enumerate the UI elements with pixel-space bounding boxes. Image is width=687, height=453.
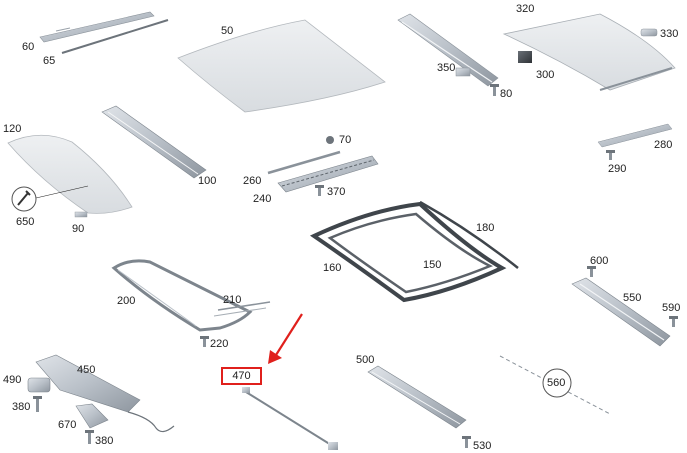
part-490-motor: [27, 377, 51, 393]
label-part-380-b: 380: [95, 435, 114, 447]
part-200-frame: [111, 259, 253, 332]
part-650-tool-icon: [11, 186, 37, 212]
label-part-350: 350: [437, 62, 456, 74]
label-part-210: 210: [223, 294, 242, 306]
part-120-deflector: [7, 134, 133, 214]
label-part-65: 65: [43, 55, 56, 67]
part-450-drive-unit: [35, 354, 175, 433]
part-530-screw: [462, 436, 471, 448]
label-part-90: 90: [72, 223, 85, 235]
label-part-590: 590: [662, 302, 681, 314]
label-part-160: 160: [323, 262, 342, 274]
label-part-240: 240: [253, 193, 272, 205]
part-500-crossbar: [367, 365, 467, 429]
label-part-150: 150: [423, 259, 442, 271]
label-part-120: 120: [3, 123, 22, 135]
part-65-strip: [61, 19, 169, 54]
label-part-380-a: 380: [12, 401, 31, 413]
label-part-80: 80: [500, 88, 513, 100]
part-180-seal-strip: [419, 200, 519, 269]
part-70-knob: [326, 136, 334, 144]
label-part-260: 260: [243, 175, 262, 187]
part-560-cable-kit: [499, 355, 611, 415]
part-210-strip: [213, 301, 271, 317]
label-part-330: 330: [660, 28, 679, 40]
part-380-screw-a: [33, 396, 42, 412]
part-320-panel: [502, 13, 676, 91]
label-part-200: 200: [117, 295, 136, 307]
label-part-100: 100: [198, 175, 217, 187]
label-part-60: 60: [22, 41, 35, 53]
label-part-320: 320: [516, 3, 535, 15]
highlight-arrow: [268, 313, 303, 364]
part-300-block: [518, 51, 532, 63]
part-670-bracket: [75, 403, 109, 429]
label-part-670: 670: [58, 419, 77, 431]
label-part-650: 650: [16, 216, 35, 228]
part-350-rail: [397, 13, 499, 87]
part-160-outer-seal: [309, 201, 507, 303]
part-240-mechanism: [277, 155, 379, 193]
label-part-70: 70: [339, 134, 352, 146]
label-part-280: 280: [654, 139, 673, 151]
label-part-550: 550: [623, 292, 642, 304]
label-part-220: 220: [210, 338, 229, 350]
part-330-clip: [640, 28, 658, 37]
label-part-470: 470: [232, 370, 251, 382]
label-part-560: 560: [547, 377, 566, 389]
part-220-screw: [200, 336, 209, 347]
part-80-screw: [490, 84, 499, 96]
label-part-290: 290: [608, 163, 627, 175]
label-part-180: 180: [476, 222, 495, 234]
part-60-strip: [39, 11, 155, 43]
part-100-guide-rail: [101, 105, 207, 179]
part-50-glass-panel: [177, 19, 386, 113]
label-part-600: 600: [590, 255, 609, 267]
highlighted-part-470-box: 470: [221, 367, 262, 385]
part-260-strip: [267, 150, 341, 175]
part-470-cable: [242, 387, 338, 450]
label-part-490: 490: [3, 374, 22, 386]
label-part-300: 300: [536, 69, 555, 81]
part-150-inner-seal: [327, 212, 494, 294]
part-380-screw-b: [85, 430, 94, 444]
part-590-screw: [669, 316, 678, 327]
label-part-530: 530: [473, 440, 492, 452]
label-part-370: 370: [327, 186, 346, 198]
label-part-450: 450: [77, 364, 96, 376]
part-370-screw: [315, 185, 324, 196]
part-600-screw: [587, 266, 596, 277]
label-part-50: 50: [221, 25, 234, 37]
part-550-cross-member: [571, 277, 671, 347]
part-290-screw: [606, 150, 615, 160]
part-280-trim: [597, 123, 673, 148]
label-part-500: 500: [356, 354, 375, 366]
part-90-pin: [74, 211, 88, 218]
